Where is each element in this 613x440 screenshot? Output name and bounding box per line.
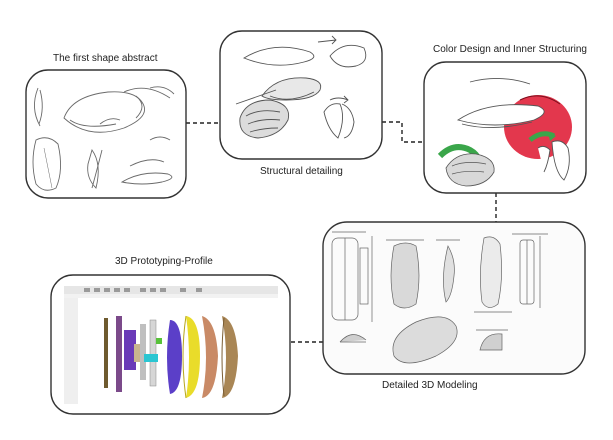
panel-detailed-modeling: [322, 221, 586, 375]
panel-structural-detailing: [219, 30, 383, 160]
label-structural-detailing: Structural detailing: [260, 166, 343, 177]
panel-frame: [322, 221, 586, 375]
panel-shape-abstract: [25, 69, 187, 199]
sketch-strokes: [235, 35, 367, 139]
cad-toolbar: [64, 286, 278, 404]
panel-prototyping-profile: [50, 274, 291, 415]
panel-color-design: [423, 61, 587, 194]
sketch-strokes: [32, 86, 175, 191]
cad-parts: [104, 315, 238, 399]
label-shape-abstract: The first shape abstract: [53, 53, 158, 64]
label-detailed-modeling: Detailed 3D Modeling: [382, 380, 478, 391]
label-color-design: Color Design and Inner Structuring: [433, 44, 587, 55]
panel-frame: [25, 69, 187, 199]
label-prototyping-profile: 3D Prototyping-Profile: [115, 256, 213, 267]
sketch-strokes: [456, 78, 570, 181]
technical-drawings: [331, 231, 548, 364]
connectors: [186, 121, 497, 343]
connector-structural-to-color: [382, 121, 424, 143]
